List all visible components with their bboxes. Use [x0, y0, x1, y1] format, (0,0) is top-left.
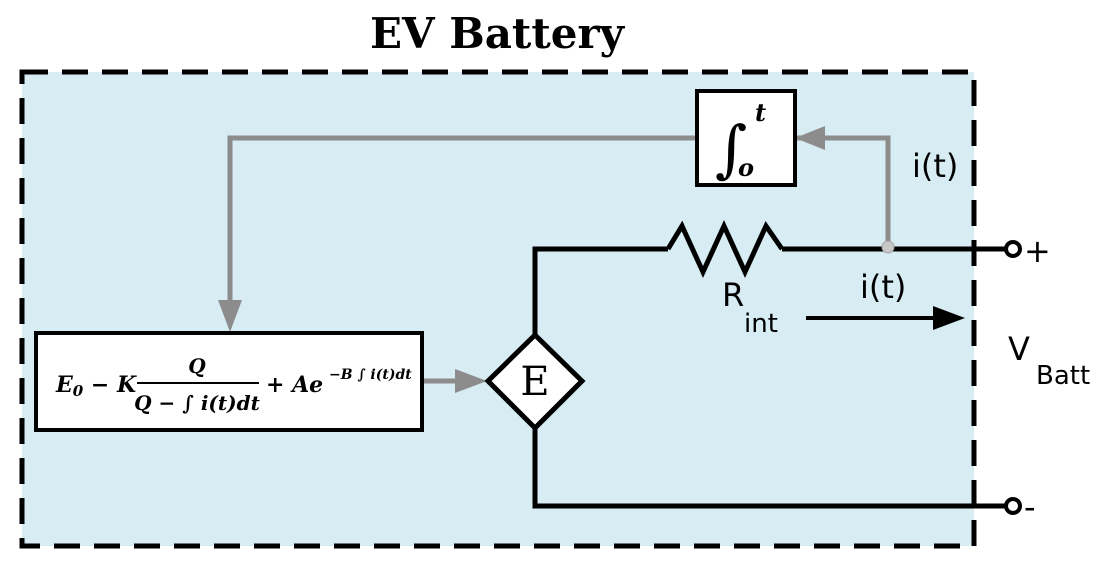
integrator-block: [695, 89, 797, 187]
output-current-label: i(t): [860, 268, 906, 306]
positive-sign: +: [1024, 232, 1051, 270]
controlled-voltage-source: [484, 331, 586, 432]
svg-text:E0 − K: E0 − K: [55, 372, 137, 400]
equation-plus-a: + Ae: [266, 372, 323, 398]
equation-minus-k: − K: [83, 372, 137, 398]
battery-background: [22, 72, 974, 546]
feedback-current-label: i(t): [912, 147, 958, 185]
source-arrowhead: [455, 369, 487, 393]
current-sense-node: [881, 240, 895, 254]
integral-wire-to-equation: [227, 135, 697, 300]
voltage-label: V: [1008, 330, 1030, 368]
voltage-subscript: Batt: [1036, 361, 1090, 391]
equation-numerator: Q: [188, 354, 206, 378]
battery-equation: E0 − K Q Q − ∫ i(t)dt + Ae −B ∫ i(t)dt: [55, 354, 412, 415]
resistor-subscript: int: [744, 309, 778, 339]
feedback-arrowhead-integrator: [795, 126, 825, 150]
equation-e-subscript: 0: [73, 382, 84, 400]
integral-symbol: ∫: [715, 112, 747, 185]
equation-arrowhead: [218, 300, 242, 332]
current-direction-arrowhead: [933, 306, 965, 330]
negative-terminal[interactable]: [1004, 497, 1022, 515]
equation-exponent: −B ∫ i(t)dt: [329, 367, 412, 383]
negative-sign: -: [1024, 488, 1036, 526]
integrator-upper-limit: t: [755, 98, 766, 127]
source-to-resistor-wire: [532, 246, 668, 335]
diagram-title: EV Battery: [370, 9, 626, 58]
equation-block: [34, 331, 424, 432]
source-to-negative-wire: [532, 428, 1007, 509]
source-label: E: [520, 359, 549, 405]
equation-denominator: Q − ∫ i(t)dt: [134, 391, 260, 415]
internal-resistor: [665, 219, 785, 279]
feedback-wire-to-integrator: [795, 135, 891, 247]
positive-terminal[interactable]: [1004, 240, 1022, 258]
equation-e: E: [55, 372, 74, 398]
integrator-lower-limit: o: [738, 153, 754, 182]
resistor-label: R: [722, 276, 744, 314]
battery-boundary: [19, 69, 977, 549]
